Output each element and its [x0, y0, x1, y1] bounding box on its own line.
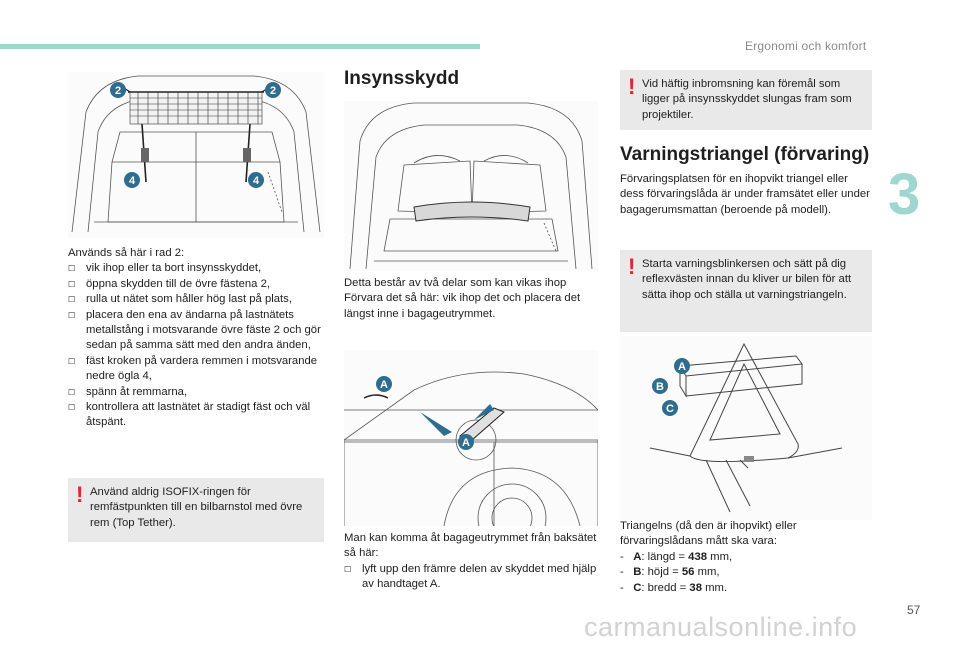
- header-accent-bar: [0, 44, 480, 49]
- warning-triangle-figure: A B C: [620, 336, 872, 520]
- triangle-dimensions: Triangelns (då den är ihopvikt) eller fö…: [620, 519, 872, 596]
- hazard-lights-warning-box: ! Starta varningsblinkersen och sätt på …: [620, 250, 872, 332]
- cargo-net-instructions: Används så här i rad 2: ☐vik ihop eller …: [68, 246, 324, 431]
- access-from-rear-seat-figure: A A: [344, 350, 598, 526]
- list-item: - C: bredd = 38 mm.: [620, 581, 728, 594]
- list-item: ☐vik ihop eller ta bort insynsskyddet,: [68, 261, 324, 276]
- callout-label: 4: [253, 175, 260, 187]
- warning-text: Vid häftig inbromsning kan föremål som l…: [642, 78, 852, 121]
- callout-label: 4: [129, 175, 136, 187]
- exclamation-warning-icon: !: [628, 254, 636, 279]
- chapter-number: 3: [888, 162, 921, 227]
- braking-warning-box: ! Vid häftig inbromsning kan föremål som…: [620, 70, 872, 130]
- dims-intro: Triangelns (då den är ihopvikt) eller fö…: [620, 520, 797, 548]
- list-item: ☐öppna skydden till de övre fästena 2,: [68, 277, 324, 292]
- parcel-shelf-figure: [344, 101, 598, 271]
- watermark-text: carmanualsonline.info: [584, 612, 858, 642]
- list-item: ☐rulla ut nätet som håller hög last på p…: [68, 292, 324, 307]
- cargo-net-figure: 2 2 4 4: [68, 72, 324, 238]
- square-bullet-icon: ☐: [68, 295, 76, 305]
- callout-label: C: [666, 403, 674, 415]
- square-bullet-icon: ☐: [68, 264, 76, 274]
- list-item: - A: längd = 438 mm,: [620, 550, 733, 563]
- square-bullet-icon: ☐: [68, 310, 76, 320]
- callout-label: 2: [270, 85, 276, 97]
- warning-text: Använd aldrig ISOFIX-ringen för remfästp…: [90, 486, 303, 529]
- callout-label: A: [462, 437, 470, 449]
- callout-label: 2: [115, 85, 121, 97]
- square-bullet-icon: ☐: [68, 356, 76, 366]
- intro-text: Används så här i rad 2:: [68, 247, 185, 259]
- list-item: ☐spänn åt remmarna,: [68, 385, 324, 400]
- list-item: - B: höjd = 56 mm,: [620, 566, 720, 579]
- access-intro: Man kan komma åt bagageutrymmet från bak…: [344, 532, 597, 560]
- triangle-storage-description: Förvaringsplatsen för en ihopvikt triang…: [620, 173, 870, 216]
- callout-label: B: [656, 381, 664, 393]
- page-number: 57: [907, 603, 921, 617]
- warning-text: Starta varningsblinkersen och sätt på di…: [642, 258, 852, 301]
- heading-insynsskydd: Insynsskydd: [344, 68, 460, 89]
- list-item: ☐lyft upp den främre delen av skyddet me…: [344, 562, 597, 591]
- list-item: ☐kontrollera att lastnätet är stadigt fä…: [68, 401, 311, 429]
- callout-label: A: [380, 379, 388, 391]
- square-bullet-icon: ☐: [344, 564, 352, 574]
- heading-varningstriangel: Varningstriangel (förvaring): [620, 144, 870, 165]
- rear-seat-access-instructions: Man kan komma åt bagageutrymmet från bak…: [344, 531, 600, 593]
- exclamation-warning-icon: !: [628, 74, 636, 99]
- square-bullet-icon: ☐: [68, 387, 76, 397]
- parcel-shelf-description: Detta består av två delar som kan vikas …: [344, 277, 581, 320]
- isofix-warning-box: ! Använd aldrig ISOFIX-ringen för remfäs…: [68, 478, 324, 542]
- callout-label: A: [678, 361, 686, 373]
- list-item: ☐placera den ena av ändarna på lastnätet…: [68, 308, 321, 352]
- list-item: ☐fäst kroken på vardera remmen i motsvar…: [68, 354, 318, 383]
- square-bullet-icon: ☐: [68, 279, 76, 289]
- square-bullet-icon: ☐: [68, 403, 76, 413]
- exclamation-warning-icon: !: [76, 482, 84, 507]
- section-title: Ergonomi och komfort: [745, 39, 867, 53]
